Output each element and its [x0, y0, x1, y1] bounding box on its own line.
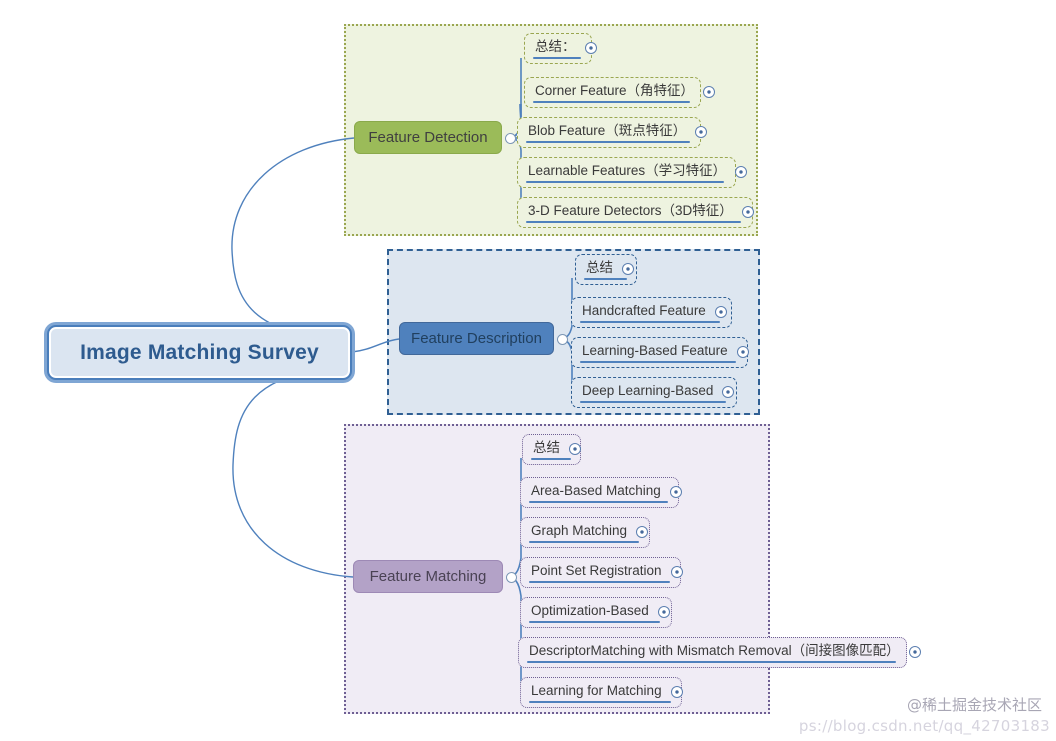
leaf-node-description-2[interactable]: Learning-Based Feature	[571, 337, 749, 368]
leaf-node-matching-4[interactable]: Optimization-Based	[520, 597, 672, 628]
leaf-underline	[531, 458, 571, 460]
expand-icon[interactable]	[741, 205, 754, 218]
expand-icon[interactable]	[657, 605, 670, 618]
root-node[interactable]: Image Matching Survey	[47, 325, 352, 380]
leaf-node-matching-6[interactable]: Learning for Matching	[520, 677, 683, 708]
topic-label: Feature Matching	[369, 568, 487, 585]
topic-node-feature-detection[interactable]: Feature Detection	[354, 121, 502, 154]
leaf-underline	[526, 141, 690, 143]
collapse-handle-matching[interactable]	[506, 572, 517, 583]
leaf-underline	[526, 181, 724, 183]
leaf-label: Area-Based Matching	[531, 483, 661, 499]
leaf-node-matching-0[interactable]: 总结	[522, 434, 581, 465]
leaf-underline	[533, 101, 690, 103]
leaf-label: Learning-Based Feature	[582, 343, 728, 359]
leaf-node-description-0[interactable]: 总结	[575, 254, 637, 285]
leaf-underline	[580, 401, 726, 403]
leaf-label: 3-D Feature Detectors（3D特征）	[528, 203, 733, 219]
topic-node-feature-description[interactable]: Feature Description	[399, 322, 554, 355]
leaf-node-matching-1[interactable]: Area-Based Matching	[520, 477, 682, 508]
expand-icon[interactable]	[669, 485, 682, 498]
leaf-label: Point Set Registration	[531, 563, 662, 579]
leaf-underline	[533, 57, 581, 59]
leaf-label: DescriptorMatching with Mismatch Removal…	[529, 643, 900, 659]
expand-icon[interactable]	[670, 685, 683, 698]
expand-icon[interactable]	[670, 565, 683, 578]
expand-icon[interactable]	[622, 262, 634, 275]
leaf-node-detection-3[interactable]: Learnable Features（学习特征）	[517, 157, 748, 188]
expand-icon[interactable]	[722, 385, 735, 398]
collapse-handle-detection[interactable]	[505, 133, 516, 144]
leaf-underline	[529, 701, 671, 703]
expand-icon[interactable]	[636, 525, 649, 538]
expand-icon[interactable]	[703, 85, 716, 98]
leaf-label: Graph Matching	[531, 523, 628, 539]
leaf-label: Deep Learning-Based	[582, 383, 714, 399]
leaf-underline	[529, 541, 639, 543]
expand-icon[interactable]	[908, 645, 921, 658]
leaf-underline	[529, 621, 660, 623]
leaf-underline	[527, 661, 896, 663]
leaf-underline	[526, 221, 741, 223]
leaf-node-description-1[interactable]: Handcrafted Feature	[571, 297, 732, 328]
collapse-handle-description[interactable]	[557, 334, 568, 345]
leaf-label: 总结	[533, 440, 560, 456]
expand-icon[interactable]	[736, 345, 749, 358]
leaf-node-matching-2[interactable]: Graph Matching	[520, 517, 650, 548]
expand-icon[interactable]	[714, 305, 727, 318]
leaf-label: 总结	[586, 260, 613, 276]
leaf-node-matching-5[interactable]: DescriptorMatching with Mismatch Removal…	[518, 637, 921, 668]
leaf-underline	[529, 581, 670, 583]
expand-icon[interactable]	[695, 125, 708, 138]
topic-label: Feature Description	[411, 330, 542, 347]
watermark-primary: @稀土掘金技术社区	[906, 696, 1042, 714]
leaf-underline	[529, 501, 668, 503]
leaf-underline	[580, 361, 736, 363]
leaf-node-matching-3[interactable]: Point Set Registration	[520, 557, 683, 588]
leaf-underline	[584, 278, 627, 280]
leaf-node-detection-4[interactable]: 3-D Feature Detectors（3D特征）	[517, 197, 754, 228]
leaf-node-detection-0[interactable]: 总结：	[524, 33, 597, 64]
leaf-node-detection-1[interactable]: Corner Feature（角特征）	[524, 77, 716, 108]
leaf-label: Handcrafted Feature	[582, 303, 706, 319]
leaf-label: Optimization-Based	[531, 603, 649, 619]
watermark-secondary: ps://blog.csdn.net/qq_42703183	[798, 717, 1050, 735]
expand-icon[interactable]	[569, 442, 581, 455]
leaf-node-detection-2[interactable]: Blob Feature（斑点特征）	[517, 117, 708, 148]
leaf-node-description-3[interactable]: Deep Learning-Based	[571, 377, 737, 408]
leaf-label: Learning for Matching	[531, 683, 662, 699]
leaf-underline	[580, 321, 720, 323]
leaf-label: Blob Feature（斑点特征）	[528, 123, 687, 139]
leaf-label: Learnable Features（学习特征）	[528, 163, 727, 179]
expand-icon[interactable]	[584, 41, 597, 54]
root-node-label: Image Matching Survey	[80, 340, 319, 364]
leaf-label: 总结：	[535, 39, 576, 55]
leaf-label: Corner Feature（角特征）	[535, 83, 695, 99]
topic-label: Feature Detection	[368, 129, 488, 146]
topic-node-feature-matching[interactable]: Feature Matching	[353, 560, 503, 593]
expand-icon[interactable]	[735, 165, 748, 178]
